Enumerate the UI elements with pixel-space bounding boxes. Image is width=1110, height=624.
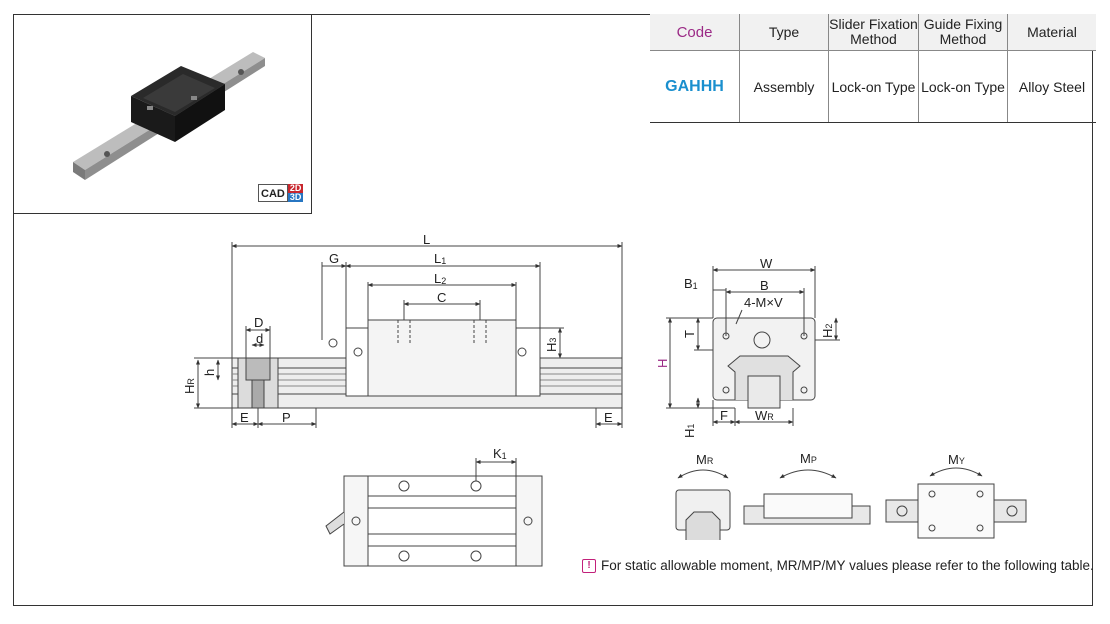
moment-note: ! For static allowable moment, MR/MP/MY … (582, 558, 1094, 573)
info-icon: ! (582, 558, 596, 573)
spec-header-row: Code Type Slider Fixation Method Guide F… (650, 14, 1096, 51)
cad-3d-label: 3D (287, 192, 304, 202)
header-code: Code (650, 14, 740, 51)
header-slider-fixation: Slider Fixation Method (828, 14, 919, 51)
cad-2d-label: 2D (287, 183, 304, 193)
cell-code[interactable]: GAHHH (650, 50, 740, 123)
cell-material: Alloy Steel (1007, 50, 1096, 123)
cell-guide-fixing: Lock-on Type (918, 50, 1008, 123)
header-guide-fixing: Guide Fixing Method (918, 14, 1008, 51)
cell-slider-fixation: Lock-on Type (828, 50, 919, 123)
spec-table: Code Type Slider Fixation Method Guide F… (650, 14, 1096, 123)
spec-data-row: GAHHH Assembly Lock-on Type Lock-on Type… (650, 50, 1096, 123)
drawing-frame (13, 14, 1093, 606)
cad-label: CAD (258, 184, 288, 202)
product-photo[interactable] (13, 14, 311, 213)
product-photo-box: CAD 2D 3D (13, 14, 312, 214)
header-material: Material (1007, 14, 1096, 51)
note-text: For static allowable moment, MR/MP/MY va… (601, 558, 1094, 573)
cad-badge[interactable]: CAD 2D 3D (258, 183, 304, 202)
header-type: Type (739, 14, 829, 51)
cell-type: Assembly (739, 50, 829, 123)
